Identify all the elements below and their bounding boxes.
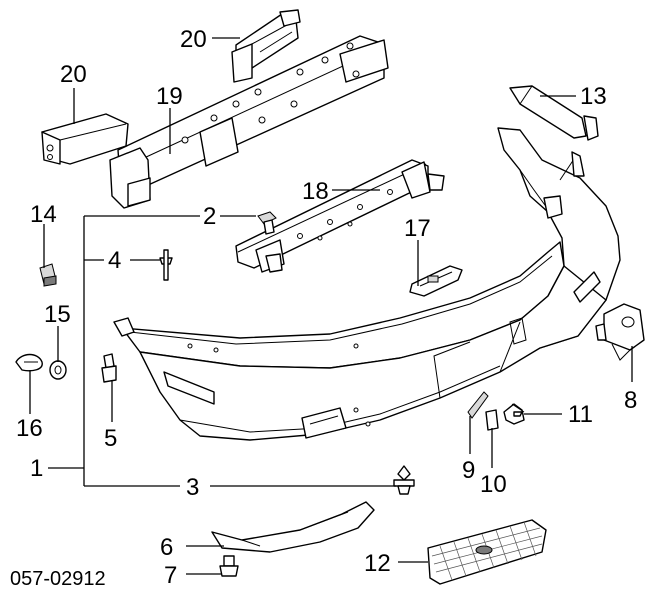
callout-16: 16 (16, 415, 43, 442)
part-7-bolt (219, 555, 239, 577)
callout-4: 4 (108, 247, 121, 274)
part-19-reinforcement-beam (109, 35, 389, 209)
callout-15: 15 (44, 301, 71, 328)
part-17-center-bracket (409, 265, 463, 297)
part-5-grommet (101, 353, 117, 383)
callout-11: 11 (568, 401, 593, 428)
part-10-clip (485, 409, 499, 431)
callout-7: 7 (164, 562, 177, 589)
diagram-code: 057-02912 (10, 568, 106, 590)
part-15-washer (49, 360, 67, 380)
callout-3: 3 (186, 474, 199, 501)
leader-lines (29, 37, 633, 575)
part-3-clip (393, 465, 415, 495)
part-9-retainer (467, 391, 489, 419)
callout-20-left: 20 (60, 61, 87, 88)
part-13-side-bracket (509, 85, 599, 141)
callout-10: 10 (480, 471, 507, 498)
callout-12: 12 (364, 550, 391, 577)
part-2-clip (257, 211, 277, 235)
callout-8: 8 (624, 387, 637, 414)
callout-2: 2 (203, 203, 216, 230)
callout-labels: 20 20 19 13 18 14 2 4 17 15 16 5 8 11 1 … (10, 26, 637, 590)
callout-1: 1 (30, 455, 43, 482)
part-11-bolt (503, 403, 525, 425)
callout-18: 18 (302, 178, 329, 205)
callout-9: 9 (462, 457, 475, 484)
part-18-upper-rail (235, 159, 445, 273)
callout-17: 17 (404, 215, 431, 242)
part-20-top-bracket (231, 9, 301, 83)
callout-14: 14 (30, 201, 57, 228)
callout-6: 6 (160, 534, 173, 561)
part-12-grille (427, 519, 547, 585)
part-4-pin (159, 249, 173, 281)
bumper-cover (113, 127, 621, 441)
callout-13: 13 (580, 83, 607, 110)
part-8-bracket (595, 303, 645, 361)
part-16-cap (15, 353, 43, 372)
callout-19: 19 (156, 83, 183, 110)
part-20-left-bracket (41, 113, 129, 165)
callout-5: 5 (104, 425, 117, 452)
callout-20-top: 20 (180, 26, 207, 53)
part-14-fastener (39, 263, 57, 287)
part-6-lower-strip (211, 501, 375, 553)
